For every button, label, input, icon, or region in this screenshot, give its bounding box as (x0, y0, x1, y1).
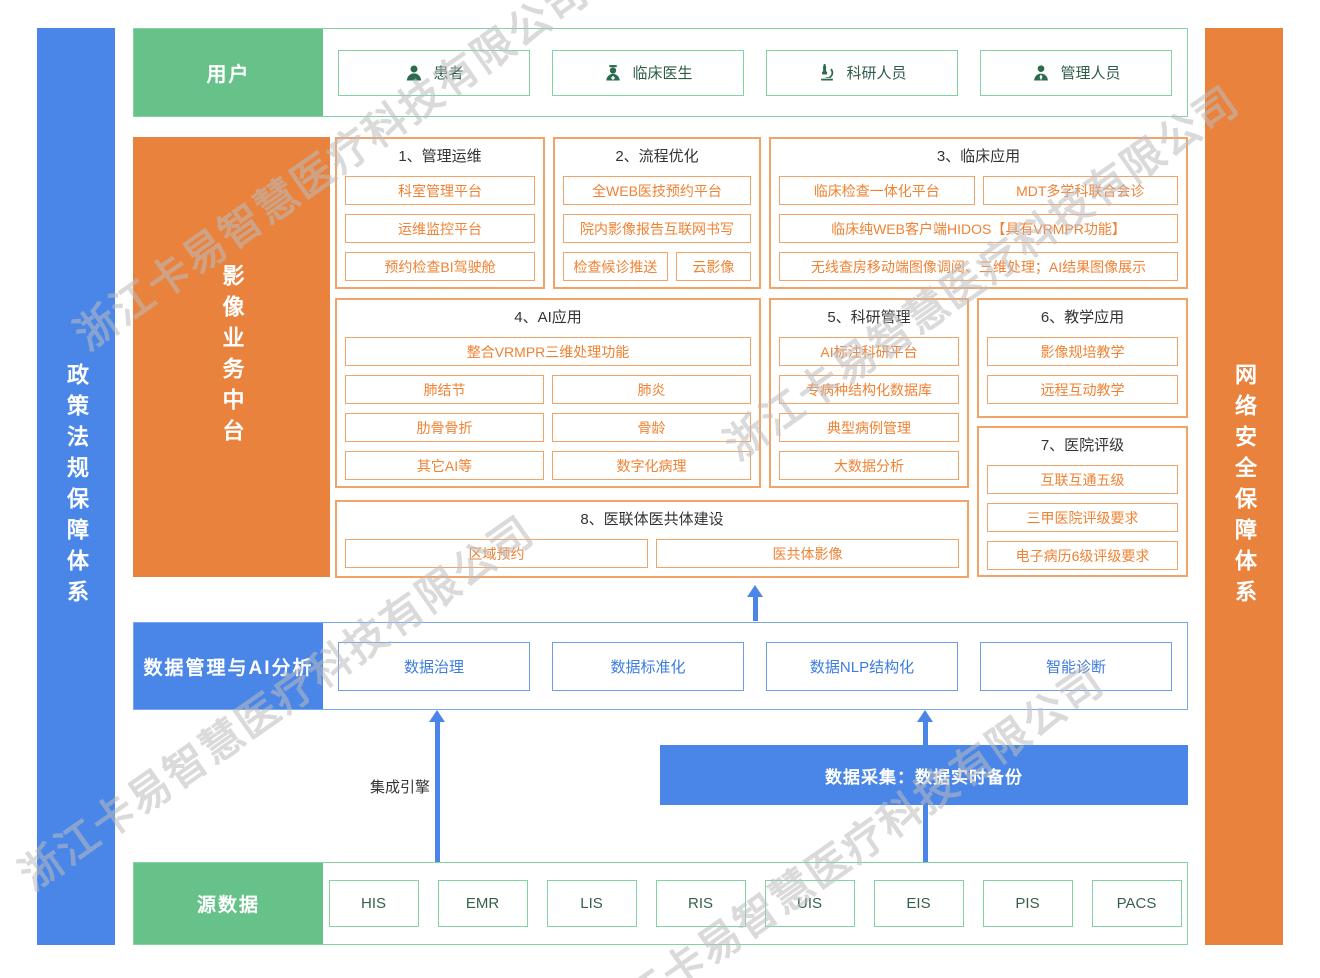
feature-box: 区域预约 (345, 539, 648, 568)
feature-box-grid: 肺结节 肺炎 肋骨骨折 骨龄 其它AI等 数字化病理 (345, 366, 751, 480)
data-mgmt-box: 数据NLP结构化 (766, 641, 958, 691)
source-data-label: 源数据 (134, 863, 323, 944)
user-box-label: 科研人员 (846, 65, 907, 82)
data-mgmt-box: 数据标准化 (552, 641, 744, 691)
users-row-label: 用户 (134, 29, 323, 116)
users-row-content: 患者 临床医生 科研人员 管理人员 (323, 29, 1187, 116)
user-box-patient: 患者 (338, 49, 530, 96)
feature-box: 临床纯WEB客户端HIDOS【具有VRMPR功能】 (779, 214, 1178, 243)
integration-engine-label: 集成引擎 (369, 779, 430, 796)
section-title: 5、科研管理 (827, 309, 911, 326)
user-box-researcher: 科研人员 (766, 49, 958, 96)
feature-box: 肺炎 (552, 375, 751, 404)
policy-regulation-side-bar: 政策法规保障体系 (37, 28, 115, 945)
feature-box: 互联互通五级 (987, 465, 1178, 494)
feature-box: 骨龄 (552, 413, 751, 442)
up-arrow-head (429, 710, 445, 722)
up-arrow-head (747, 585, 763, 597)
data-management-row: 数据管理与AI分析 数据治理 数据标准化 数据NLP结构化 智能诊断 (133, 622, 1188, 710)
up-arrow-head (917, 710, 933, 722)
source-system-box: RIS (655, 880, 746, 927)
up-arrow-shaft (753, 597, 758, 621)
feature-box: 数字化病理 (552, 451, 751, 480)
source-system-box: HIS (328, 880, 419, 927)
section-title: 8、医联体医共体建设 (580, 511, 724, 528)
data-collection-box: 数据采集：数据实时备份 (660, 745, 1188, 805)
user-box-administrator: 管理人员 (980, 49, 1172, 96)
feature-box-row: 临床检查一体化平台 MDT多学科联合会诊 (779, 167, 1178, 205)
feature-box: 肺结节 (345, 375, 544, 404)
section-hospital-rating: 7、医院评级 互联互通五级 三甲医院评级要求 电子病历6级评级要求 (977, 426, 1188, 577)
section-title: 3、临床应用 (936, 148, 1021, 165)
feature-box: 整合VRMPR三维处理功能 (345, 337, 751, 366)
section-title: 1、管理运维 (398, 148, 482, 165)
feature-box: AI标注科研平台 (779, 337, 959, 366)
section-ai-application: 4、AI应用 整合VRMPR三维处理功能 肺结节 肺炎 肋骨骨折 骨龄 其它AI… (335, 298, 761, 488)
feature-box: 其它AI等 (345, 451, 544, 480)
feature-box-row: 检查候诊推送 云影像 (563, 243, 751, 281)
section-title: 2、流程优化 (615, 148, 699, 165)
feature-box: MDT多学科联合会诊 (982, 176, 1178, 205)
feature-box: 三甲医院评级要求 (987, 503, 1178, 532)
data-mgmt-box: 智能诊断 (980, 641, 1172, 691)
source-system-box: PACS (1091, 880, 1182, 927)
feature-box: 电子病历6级评级要求 (987, 541, 1178, 570)
feature-box: 检查候诊推送 (563, 252, 668, 281)
feature-box: 运维监控平台 (345, 214, 535, 243)
source-system-box: EMR (437, 880, 528, 927)
section-research-management: 5、科研管理 AI标注科研平台 专病种结构化数据库 典型病例管理 大数据分析 (769, 298, 969, 488)
patient-icon (407, 65, 422, 80)
feature-box: 医共体影像 (656, 539, 959, 568)
up-arrow-shaft (435, 722, 440, 862)
section-medical-alliance: 8、医联体医共体建设 区域预约 医共体影像 (335, 500, 969, 578)
feature-box: 全WEB医技预约平台 (563, 176, 751, 205)
microscope-icon (821, 63, 834, 80)
feature-box: 影像规培教学 (987, 337, 1178, 366)
section-management-ops: 1、管理运维 科室管理平台 运维监控平台 预约检查BI驾驶舱 (335, 137, 545, 289)
feature-box-row: 区域预约 医共体影像 (345, 530, 959, 568)
section-clinical-application: 3、临床应用 临床检查一体化平台 MDT多学科联合会诊 临床纯WEB客户端HID… (769, 137, 1188, 289)
section-title: 4、AI应用 (514, 309, 582, 326)
feature-box: 云影像 (675, 252, 751, 281)
data-mgmt-box: 数据治理 (338, 641, 530, 691)
imaging-platform-label: 影像业务中台 (219, 264, 245, 450)
up-arrow-shaft (923, 805, 928, 862)
network-security-label: 网络安全保障体系 (1232, 362, 1257, 611)
user-box-clinician: 临床医生 (552, 49, 744, 96)
feature-box: 科室管理平台 (345, 176, 535, 205)
user-box-label: 临床医生 (632, 65, 693, 82)
feature-box: 院内影像报告互联网书写 (563, 214, 751, 243)
data-management-content: 数据治理 数据标准化 数据NLP结构化 智能诊断 (323, 623, 1187, 709)
network-security-side-bar: 网络安全保障体系 (1205, 28, 1283, 945)
policy-regulation-label: 政策法规保障体系 (64, 362, 89, 611)
feature-box: 无线查房移动端图像调阅、三维处理；AI结果图像展示 (779, 252, 1178, 281)
feature-box: 典型病例管理 (779, 413, 959, 442)
source-data-row: 源数据 HIS EMR LIS RIS UIS EIS PIS PACS (133, 862, 1188, 945)
feature-box: 肋骨骨折 (345, 413, 544, 442)
section-teaching-application: 6、教学应用 影像规培教学 远程互动教学 (977, 298, 1188, 418)
data-management-label: 数据管理与AI分析 (134, 623, 323, 709)
source-data-content: HIS EMR LIS RIS UIS EIS PIS PACS (323, 863, 1187, 944)
imaging-platform-label-bar: 影像业务中台 (133, 137, 330, 577)
source-system-box: PIS (982, 880, 1073, 927)
feature-box: 临床检查一体化平台 (779, 176, 975, 205)
source-system-box: EIS (873, 880, 964, 927)
user-box-label: 患者 (433, 65, 464, 82)
feature-box: 专病种结构化数据库 (779, 375, 959, 404)
admin-icon (1034, 64, 1049, 80)
feature-box: 预约检查BI驾驶舱 (345, 252, 535, 281)
user-box-label: 管理人员 (1060, 65, 1121, 82)
up-arrow-shaft (923, 722, 928, 745)
source-system-box: UIS (764, 880, 855, 927)
section-process-optimization: 2、流程优化 全WEB医技预约平台 院内影像报告互联网书写 检查候诊推送 云影像 (553, 137, 761, 289)
doctor-icon (606, 64, 621, 80)
feature-box: 远程互动教学 (987, 375, 1178, 404)
feature-box: 大数据分析 (779, 451, 959, 480)
users-row: 用户 患者 临床医生 科研人员 管理人员 (133, 28, 1188, 117)
section-title: 6、教学应用 (1040, 309, 1125, 326)
source-system-box: LIS (546, 880, 637, 927)
section-title: 7、医院评级 (1040, 437, 1125, 454)
